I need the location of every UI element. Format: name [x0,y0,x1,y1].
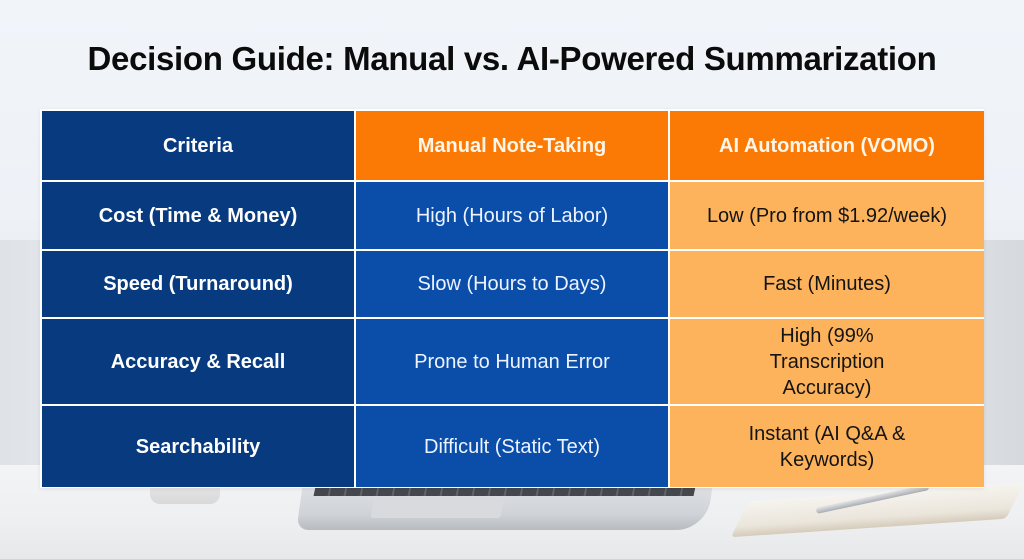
row-ai-cost: Low (Pro from $1.92/week) [670,182,984,249]
header-manual-note-taking: Manual Note-Taking [356,111,668,180]
row-manual-cost: High (Hours of Labor) [356,182,668,249]
row-criteria-cost: Cost (Time & Money) [42,182,354,249]
row-ai-accuracy: High (99% Transcription Accuracy) [670,319,984,404]
header-criteria: Criteria [42,111,354,180]
page-title: Decision Guide: Manual vs. AI-Powered Su… [87,40,937,77]
comparison-table: Criteria Manual Note-Taking AI Automatio… [40,109,984,488]
row-ai-searchability: Instant (AI Q&A & Keywords) [670,406,984,487]
row-criteria-accuracy: Accuracy & Recall [42,319,354,404]
row-manual-accuracy: Prone to Human Error [356,319,668,404]
row-criteria-searchability: Searchability [42,406,354,487]
laptop-trackpad-image [370,500,504,518]
row-manual-speed: Slow (Hours to Days) [356,251,668,317]
row-criteria-speed: Speed (Turnaround) [42,251,354,317]
row-ai-speed: Fast (Minutes) [670,251,984,317]
header-ai-automation: AI Automation (VOMO) [670,111,984,180]
row-manual-searchability: Difficult (Static Text) [356,406,668,487]
